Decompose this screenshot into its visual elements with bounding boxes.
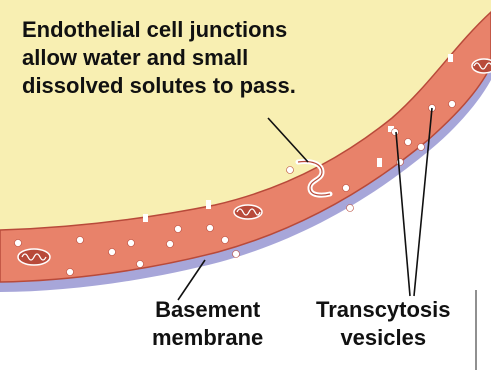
caption-line-3: dissolved solutes to pass. — [22, 72, 296, 100]
transcytosis-label-line-2: vesicles — [316, 324, 451, 352]
mitochondrion-left — [18, 249, 50, 265]
caption-line-2: allow water and small — [22, 44, 296, 72]
basement-membrane-label: Basement membrane — [152, 296, 263, 352]
transcytosis-vesicles-label: Transcytosis vesicles — [316, 296, 451, 352]
basement-label-line-1: Basement — [152, 296, 263, 324]
junction-caption: Endothelial cell junctions allow water a… — [22, 16, 296, 100]
caption-line-1: Endothelial cell junctions — [22, 16, 296, 44]
basement-label-line-2: membrane — [152, 324, 263, 352]
mitochondrion-right — [472, 59, 491, 73]
transcytosis-label-line-1: Transcytosis — [316, 296, 451, 324]
mitochondrion-center — [234, 205, 262, 219]
